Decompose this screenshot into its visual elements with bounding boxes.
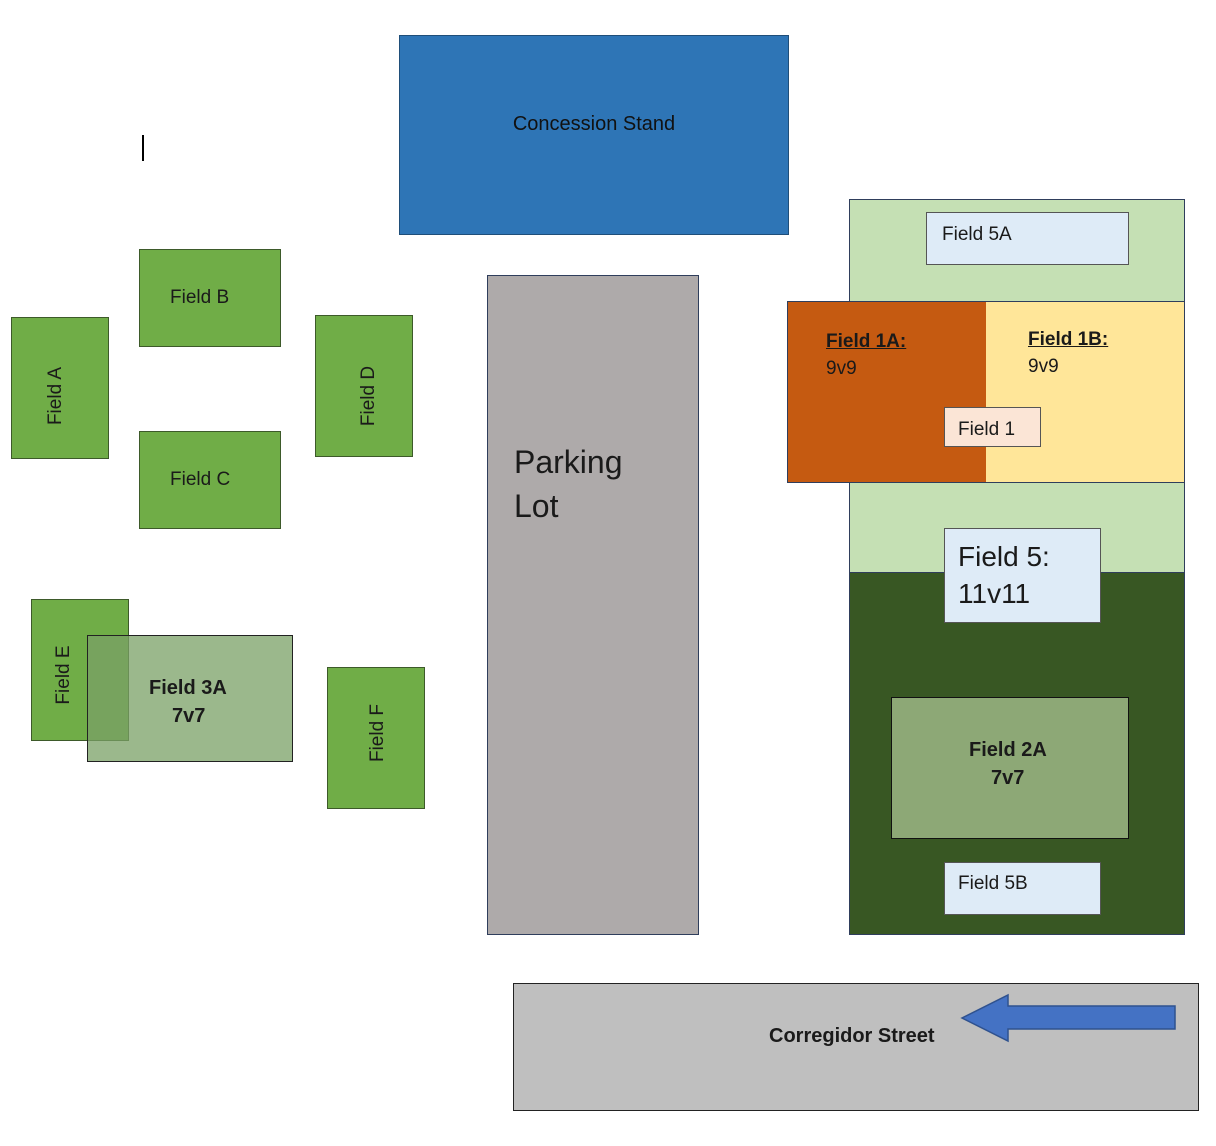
field-f-label: Field F [367, 703, 388, 763]
field-1b-format: 9v9 [1028, 356, 1059, 377]
field-3a-name: Field 3A [149, 677, 227, 699]
field-a [11, 317, 109, 459]
field-3a-format: 7v7 [172, 705, 206, 727]
field-c [139, 431, 281, 529]
field-b [139, 249, 281, 347]
field-e-label: Field E [53, 645, 74, 705]
field-1a-format: 9v9 [826, 358, 857, 379]
field-1b [986, 301, 1185, 483]
street-label: Corregidor Street [769, 1025, 935, 1047]
field-a-label: Field A [45, 366, 66, 426]
field-5-label-1: Field 5: [958, 541, 1050, 572]
field-5-label-box [944, 528, 1101, 623]
field-b-label: Field B [170, 287, 230, 308]
field-2a-format: 7v7 [991, 767, 1025, 789]
field-2a-name: Field 2A [969, 739, 1047, 761]
field-c-label: Field C [170, 469, 231, 490]
field-5-label-2: 11v11 [958, 578, 1031, 609]
text-cursor [142, 135, 144, 161]
field-1a [787, 301, 987, 483]
field-5b [944, 862, 1101, 915]
field-1a-name: Field 1A: [826, 331, 907, 352]
field-d [315, 315, 413, 457]
concession-stand: Concession Stand [399, 35, 789, 235]
traffic-direction-arrow-icon [960, 993, 1176, 1043]
field-5a-label: Field 5A [942, 224, 1012, 245]
parking-lot [487, 275, 699, 935]
field-d-label: Field D [358, 365, 379, 427]
field-2a [891, 697, 1129, 839]
field-5b-label: Field 5B [958, 873, 1028, 894]
concession-stand-label: Concession Stand [512, 112, 676, 135]
corregidor-street [513, 983, 1199, 1111]
field-f [327, 667, 425, 809]
field-3a [87, 635, 293, 762]
field-1-label: Field 1 [958, 419, 1016, 440]
field-5a [926, 212, 1129, 265]
field-1b-name: Field 1B: [1028, 329, 1109, 350]
parking-lot-label-2: Lot [514, 488, 559, 524]
field-1 [944, 407, 1041, 447]
parking-lot-label-1: Parking [514, 444, 623, 480]
